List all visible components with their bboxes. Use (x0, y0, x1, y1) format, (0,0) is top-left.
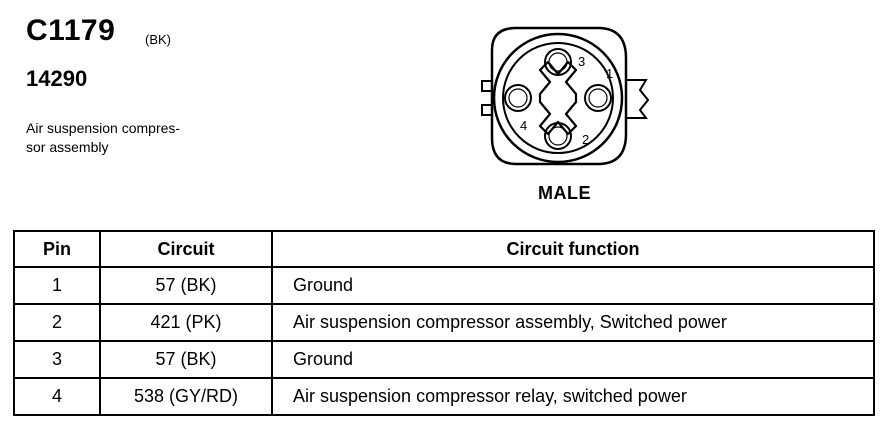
connector-inner-ring (502, 42, 614, 154)
pin-cell: 2 (13, 303, 101, 342)
table-header-row: Pin Circuit Circuit function (13, 230, 875, 268)
circuit-function-cell: Ground (271, 340, 875, 379)
pin-label-2: 2 (582, 132, 589, 147)
pin-cell: 4 (13, 377, 101, 416)
left-latch-tab-upper (481, 80, 493, 92)
center-insulator (538, 60, 578, 136)
component-description: Air suspension compres- sor assembly (26, 120, 181, 155)
pin-4-socket (504, 84, 532, 112)
circuit-cell: 421 (PK) (99, 303, 273, 342)
pin-2-socket (544, 122, 572, 150)
pin-label-4: 4 (520, 118, 527, 133)
connector-color: (BK) (145, 32, 171, 47)
part-number: 14290 (26, 66, 88, 91)
pin-cell: 3 (13, 340, 101, 379)
left-latch-tab-lower (481, 104, 493, 116)
table-row: 1 57 (BK) Ground (13, 266, 875, 305)
table-row: 4 538 (GY/RD) Air suspension compressor … (13, 377, 875, 416)
pin-label-3: 3 (578, 54, 585, 69)
table-row: 3 57 (BK) Ground (13, 340, 875, 379)
circuit-cell: 57 (BK) (99, 266, 273, 305)
pin-3-socket (544, 48, 572, 76)
circuit-function-cell: Air suspension compressor relay, switche… (271, 377, 875, 416)
connector-face-diagram: 1 2 3 4 (481, 26, 650, 166)
right-latch (626, 79, 650, 119)
connector-outer-ring (492, 32, 624, 164)
circuit-cell: 57 (BK) (99, 340, 273, 379)
table-row: 2 421 (PK) Air suspension compressor ass… (13, 303, 875, 342)
circuit-function-cell: Ground (271, 266, 875, 305)
pinout-table: Pin Circuit Circuit function 1 57 (BK) G… (13, 230, 875, 416)
circuit-cell: 538 (GY/RD) (99, 377, 273, 416)
pin-label-1: 1 (606, 66, 613, 81)
column-header-circuit-function: Circuit function (271, 230, 875, 268)
connector-gender-label: MALE (538, 183, 591, 203)
pin-cell: 1 (13, 266, 101, 305)
connector-housing (490, 26, 628, 166)
column-header-pin: Pin (13, 230, 101, 268)
column-header-circuit: Circuit (99, 230, 273, 268)
pin-1-socket (584, 84, 612, 112)
circuit-function-cell: Air suspension compressor assembly, Swit… (271, 303, 875, 342)
connector-id: C1179 (26, 14, 116, 47)
